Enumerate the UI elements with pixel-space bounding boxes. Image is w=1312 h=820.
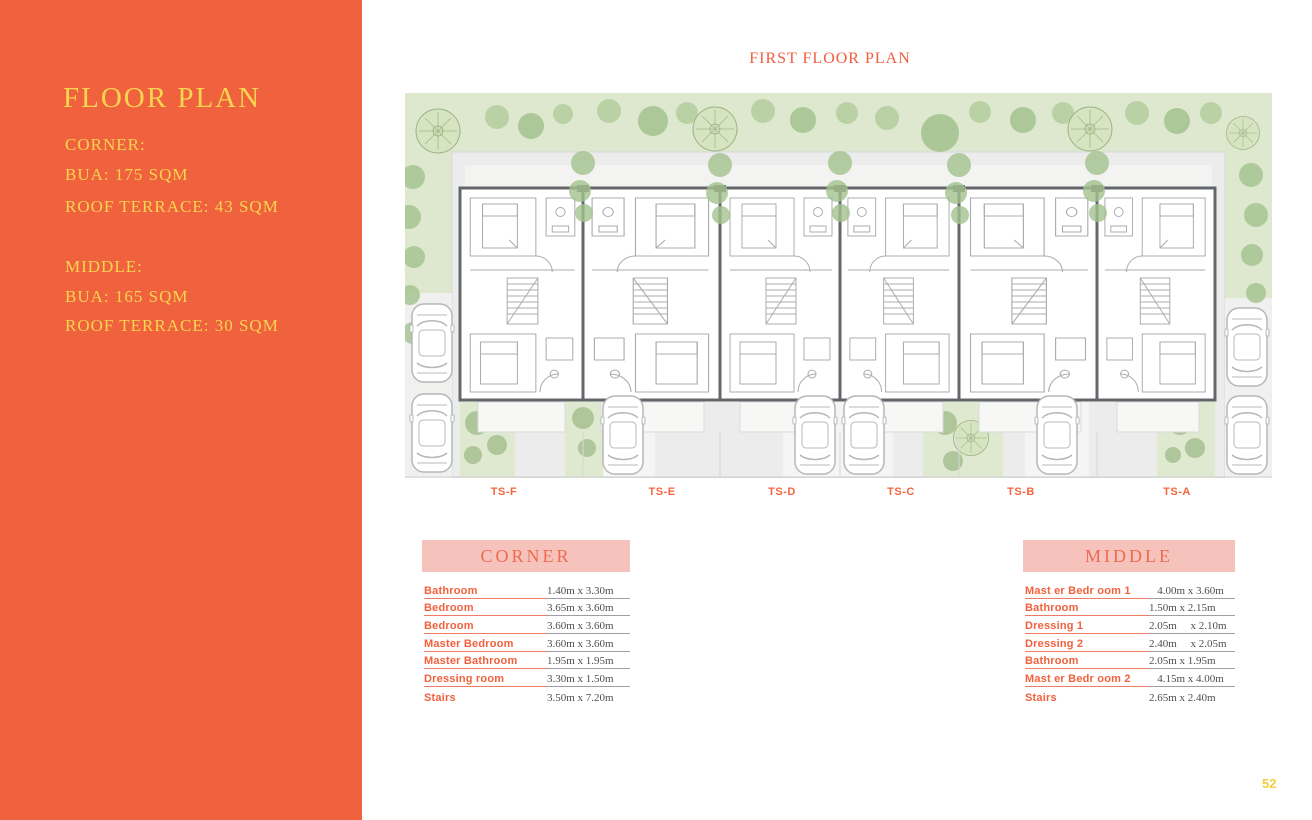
middle-table-header: MIDDLE <box>1023 540 1235 572</box>
room-dimension: 3.50m x 7.20m <box>547 691 614 704</box>
table-row: Dressing 2 2.40m x 2.05m <box>1025 634 1235 652</box>
middle-roof-text: ROOF TERRACE: 30 SQM <box>65 316 279 335</box>
room-name: Bathroom <box>1025 602 1149 617</box>
room-dimension: 1.50m x 2.15m <box>1149 602 1235 617</box>
corner-section-label: CORNER: <box>65 135 146 154</box>
room-dimension: 3.60m x 3.60m <box>547 638 630 652</box>
room-dimension: 4.00m x 3.60m <box>1149 585 1235 599</box>
unit-label-tsc: TS-C <box>887 486 915 498</box>
plan-title: FIRST FLOOR PLAN <box>749 50 911 67</box>
room-name: Mast er Bedr oom 1 <box>1025 585 1149 599</box>
room-name: Mast er Bedr oom 2 <box>1025 673 1149 688</box>
unit-label-tsf: TS-F <box>490 486 518 498</box>
unit-label-tse: TS-E <box>648 486 676 498</box>
table-row: Bathroom 1.50m x 2.15m <box>1025 599 1235 617</box>
room-name: Dressing 1 <box>1025 620 1149 635</box>
room-dimension: 2.65m x 2.40m <box>1149 691 1216 704</box>
corner-bua-text: BUA: 175 SQM <box>65 165 189 184</box>
townhouse-building <box>458 185 1217 477</box>
table-row: Bathroom 1.40m x 3.30m <box>424 581 630 599</box>
unit-label-tsb: TS-B <box>1007 486 1035 498</box>
room-name: Master Bathroom <box>424 655 547 670</box>
room-name: Bedroom <box>424 602 547 617</box>
corner-roof-text: ROOF TERRACE: 43 SQM <box>65 197 279 216</box>
room-dimension: 3.60m x 3.60m <box>547 620 630 635</box>
table-row: Master Bathroom 1.95m x 1.95m <box>424 652 630 670</box>
middle-section-label: MIDDLE: <box>65 257 143 276</box>
room-name: Bedroom <box>424 620 547 635</box>
room-dimension: 1.40m x 3.30m <box>547 585 630 599</box>
table-row: Dressing 1 2.05m x 2.10m <box>1025 616 1235 635</box>
room-name: Stairs <box>424 691 456 704</box>
room-dimension: 2.40m x 2.05m <box>1149 638 1235 652</box>
table-row: Bathroom 2.05m x 1.95m <box>1025 652 1235 670</box>
corner-dimensions-table: CORNER Bathroom 1.40m x 3.30m Bedroom 3.… <box>422 540 630 705</box>
table-row: Bedroom 3.60m x 3.60m <box>424 616 630 635</box>
unit-label-tsd: TS-D <box>768 486 796 498</box>
table-row: Bedroom 3.65m x 3.60m <box>424 599 630 617</box>
floor-plan-image <box>397 93 1272 479</box>
sidebar-panel: FLOOR PLAN CORNER: BUA: 175 SQM ROOF TER… <box>0 0 362 820</box>
site-plan-drawing <box>397 93 1272 479</box>
table-row: Mast er Bedr oom 2 4.15m x 4.00m <box>1025 669 1235 688</box>
room-name: Dressing 2 <box>1025 638 1149 652</box>
room-dimension: 4.15m x 4.00m <box>1149 673 1235 688</box>
table-row: Master Bedroom 3.60m x 3.60m <box>424 634 630 652</box>
room-name: Stairs <box>1025 691 1057 704</box>
table-row: Mast er Bedr oom 1 4.00m x 3.60m <box>1025 581 1235 599</box>
page-title: FLOOR PLAN <box>63 82 262 114</box>
table-row: Dressing room 3.30m x 1.50m <box>424 669 630 688</box>
room-dimension: 1.95m x 1.95m <box>547 655 630 670</box>
page-number: 52 <box>1262 776 1277 791</box>
room-name: Dressing room <box>424 673 547 688</box>
tree-row <box>415 99 1260 154</box>
middle-bua-text: BUA: 165 SQM <box>65 287 189 306</box>
middle-dimensions-table: MIDDLE Mast er Bedr oom 1 4.00m x 3.60m … <box>1023 540 1235 705</box>
room-name: Bathroom <box>424 585 547 599</box>
room-dimension: 2.05m x 1.95m <box>1149 655 1235 670</box>
room-name: Bathroom <box>1025 655 1149 670</box>
room-dimension: 3.65m x 3.60m <box>547 602 630 617</box>
corner-table-header: CORNER <box>422 540 630 572</box>
room-name: Master Bedroom <box>424 638 547 652</box>
unit-label-tsa: TS-A <box>1163 486 1191 498</box>
table-row: Stairs 3.50m x 7.20m <box>424 687 630 705</box>
table-row: Stairs 2.65m x 2.40m <box>1025 687 1235 705</box>
room-dimension: 2.05m x 2.10m <box>1149 620 1235 635</box>
room-dimension: 3.30m x 1.50m <box>547 673 630 688</box>
